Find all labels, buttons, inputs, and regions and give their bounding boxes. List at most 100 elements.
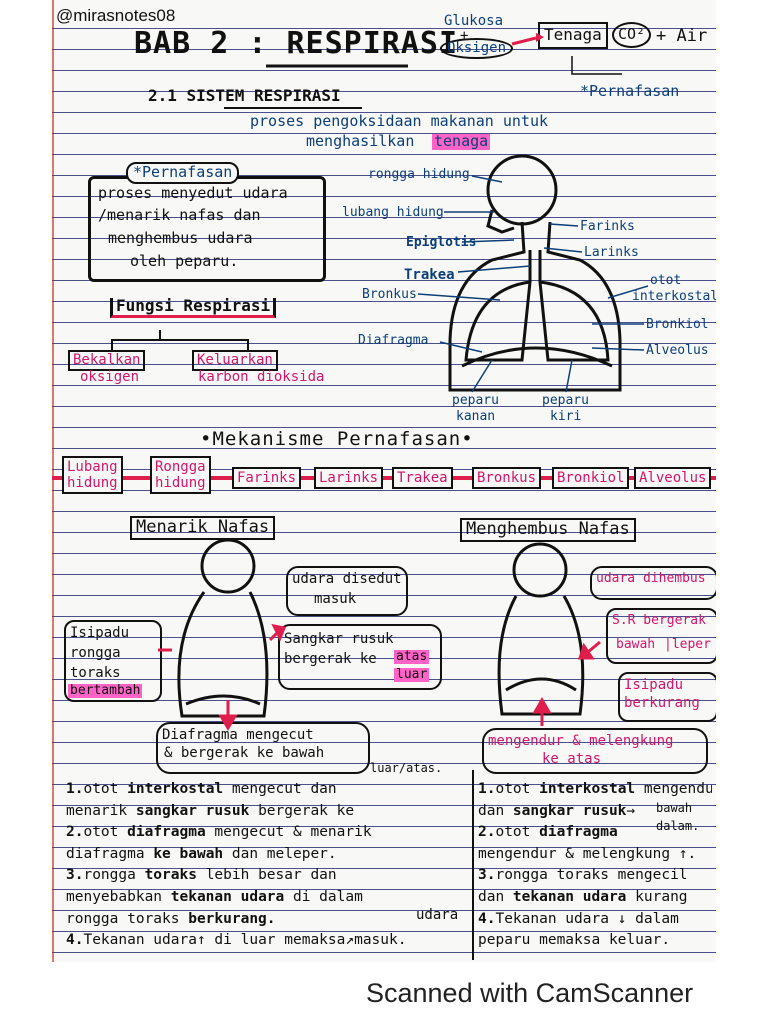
menarik-diafragma-box [156,722,370,774]
equation-plus: + [460,28,469,44]
menghembus-sr-2: bawah [616,637,656,652]
point-a: menarik [66,803,136,819]
page-title: BAB 2 : RESPIRASI [134,26,459,61]
menarik-arrows [158,623,287,731]
menghembus-sr-box [606,608,716,664]
menarik-sangkar-1: Sangkar rusuk [284,631,394,647]
fungsi-item-1-line-2: oksigen [80,369,140,385]
menghembus-udara: udara dihembus [596,571,706,586]
label-otot-1: otot [650,273,682,288]
menarik-point-line: menarik sangkar rusuk bergerak ke [66,804,354,819]
pathway-step-3: Farinks [232,467,302,489]
menarik-figure [177,538,269,718]
menarik-sangkar-3: atas [394,649,430,664]
menarik-point-line: diafragma ke bawah dan meleper. [66,847,337,862]
point-a: Tekanan udara↑ di luar memaksa↗ [83,933,355,949]
menghembus-point-line: 1.otot interkostal mengendur [478,782,712,797]
margin-line [52,0,54,962]
point-b: sangkar rusuk [135,803,250,819]
menghembus-isipadu-box [618,672,716,722]
point-c: lebih besar dan [196,868,337,884]
point-n: 1. [478,782,496,797]
point-b: interkostal [539,782,636,797]
equation-co2: CO² [612,22,652,48]
pathway-step-6: Bronkus [472,467,542,489]
menghembus-sr-3: |leper [664,637,711,652]
menghembus-isipadu-2: berkurang [624,695,700,711]
menghembus-point-line: peparu memaksa keluar. [478,933,670,948]
label-peparu-kanan-1: peparu [452,393,499,408]
label-peparu-kanan-2: kanan [456,409,496,424]
menghembus-point-line: mengendur & melengkung ↑. [478,847,696,862]
equation-oksigen: Oksigen [440,38,514,59]
point-b: diafragma [127,825,206,841]
label-lubang-hidung: lubang hidung [342,205,444,220]
menghembus-point-line: 3.rongga toraks mengecil [478,868,688,883]
point-c: di dalam [284,890,363,905]
menarik-isipadu-4: bertambah [68,683,143,698]
fungsi-tree [111,330,249,350]
menghembus-point-line: 2.otot diafragma [478,825,618,840]
head-outline [486,154,558,226]
menghembus-mengendur-1: mengendur & melengkung [488,733,674,749]
diaphragm-line [461,346,613,368]
menarik-udara-1: udara disedut [292,571,402,587]
pernafasan-line-1: proses menyedut udara [98,184,288,202]
menarik-title: Menarik Nafas [130,516,276,540]
watermark: @mirasnotes08 [56,6,176,25]
menarik-point-line: 4.Tekanan udara↑ di luar memaksa↗masuk. [66,933,406,948]
fungsi-item-1-line-1: Bekalkan [68,350,146,371]
point-c: masuk. [354,933,407,949]
menghembus-point-line: dan sangkar rusuk→ [478,804,635,819]
menarik-isipadu-1: Isipadu [70,625,130,641]
scanner-footer: Scanned with CamScanner [366,978,694,1008]
point-a: otot [495,782,540,797]
label-epiglotis: Epiglotis [406,235,477,250]
fungsi-item-2-line-1: Keluarkan [192,350,278,371]
menarik-point-line: rongga toraks berkurang. [66,912,276,927]
menarik-isipadu-2: rongga [70,645,121,661]
point-a: otot [83,825,128,841]
menghembus-point-line: dan tekanan udara kurang [478,890,688,905]
menarik-diafragma-2: & bergerak ke bawah [164,745,325,761]
point-a: diafragma [66,846,154,862]
point-n: 1. [66,782,84,797]
point-a: rongga toraks [66,911,189,927]
point-b: tekanan udara [170,890,285,905]
label-peparu-kiri-2: kiri [550,409,582,424]
point-c: bergerak ke [249,803,355,819]
menarik-point-line: 1.otot interkostal mengecut dan [66,782,337,797]
respiratory-figure [448,154,622,392]
equation-link [571,56,622,75]
point-a: peparu memaksa keluar. [478,933,671,949]
label-bronkus: Bronkus [362,287,417,302]
label-alveolus: Alveolus [646,343,709,358]
menarik-udara-2: masuk [314,591,357,607]
equation-arrowhead [536,33,544,42]
point-a: otot [83,782,128,797]
point-a: Tekanan udara ↓ dalam [495,911,679,927]
equation-glukosa: Glukosa [444,13,504,29]
point-c: → [626,803,636,819]
pathway-step-7: Bronkiol [552,467,630,489]
point-c: mengecut & menarik [205,825,372,841]
drawings [111,33,649,731]
definition-line-1: proses pengoksidaan makanan untuk [250,112,549,130]
equation-air: + Air [656,26,708,46]
menarik-isipadu-3: toraks [70,665,121,681]
point-c: dan meleper. [223,846,337,862]
mekanisme-title: •Mekanisme Pernafasan• [200,428,474,450]
pathway-step-5: Trakea [392,467,453,489]
label-rongga-hidung: rongga hidung [368,167,470,182]
menghembus-sr-1: S.R bergerak [612,613,706,628]
point-c: kurang [626,890,688,905]
point-a: otot [495,825,540,841]
menarik-point-line: 3.rongga toraks lebih besar dan [66,868,337,883]
label-bronkiol: Bronkiol [646,317,709,332]
pernafasan-line-4: oleh peparu. [130,252,239,270]
menarik-diafragma-1: Diafragma mengecut [162,727,314,743]
label-diafragma: Diafragma [358,333,429,348]
menarik-point-line: 2.otot diafragma mengecut & menarik [66,825,372,840]
pernafasan-tag: *Pernafasan [126,162,240,184]
right-lung [464,280,532,362]
